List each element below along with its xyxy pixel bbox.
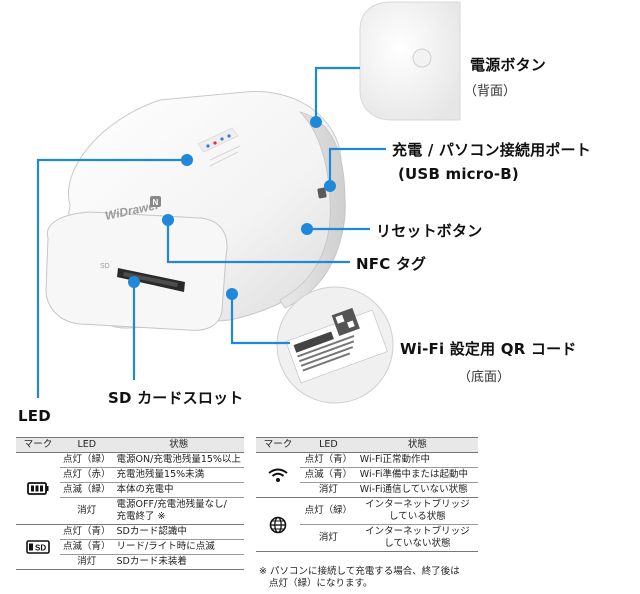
power-button-zoom — [359, 1, 461, 121]
table-row: 点滅（青） リード/ライト時に点滅 — [16, 539, 244, 555]
led-panel — [197, 127, 241, 167]
led-label: LED — [18, 407, 51, 425]
column-header: LED — [60, 437, 114, 453]
table-row: 点灯（緑） インターネットブリッジしている状態 — [256, 497, 478, 552]
globe-icon — [256, 497, 300, 552]
column-header: 状態 — [356, 437, 478, 453]
qr-code-note: （底面） — [458, 370, 511, 385]
sd-label: SD — [100, 263, 110, 270]
charge-port-label: 充電 / パソコン接続用ポート — [392, 141, 591, 159]
svg-text:SD: SD — [35, 544, 46, 553]
table-row: SD 点灯（青） SDカード認識中 — [16, 524, 244, 570]
sd-slot-label: SD カードスロット — [108, 389, 244, 407]
power-button-icon — [412, 48, 432, 68]
callout-dots — [128, 116, 336, 300]
table-row: 消灯 インターネットブリッジしていない状態 — [256, 524, 478, 552]
sd-card-icon: SD — [16, 524, 60, 570]
device-diagram: WiDrawer SD N — [18, 1, 591, 425]
led-status-table-right: マーク LED 状態 点灯（青） Wi-Fi正常動作中 点滅（青） Wi-Fi準… — [256, 437, 478, 552]
table-row: 点灯（赤） 充電池残量15%未満 — [16, 467, 244, 483]
svg-text:N: N — [153, 198, 159, 207]
reset-button-label: リセットボタン — [376, 222, 483, 240]
table-row: 消灯 Wi-Fi通信していない状態 — [256, 482, 478, 498]
power-button-note: （背面） — [464, 84, 517, 99]
nfc-icon — [150, 196, 161, 207]
power-button-label: 電源ボタン — [470, 56, 547, 74]
device-body: WiDrawer SD N — [45, 91, 346, 331]
nfc-tag-label: NFC タグ — [356, 255, 427, 273]
qr-code-zoom — [276, 286, 394, 404]
device-illustration: WiDrawer SD N — [36, 1, 461, 404]
battery-icon — [16, 452, 60, 525]
column-header: マーク — [16, 437, 60, 453]
led-status-table-left: マーク LED 状態 点灯（緑） 電源ON/充電池残量15%以上 点灯（赤） 充… — [16, 437, 244, 570]
column-header: 状態 — [113, 437, 244, 453]
leader-lines — [36, 66, 386, 398]
table-row: 点灯（緑） 電源ON/充電池残量15%以上 — [16, 452, 244, 525]
column-header: LED — [300, 437, 357, 453]
charge-port-note: (USB micro-B) — [398, 165, 519, 183]
table-row: 点滅（青） Wi-Fi準備中または起動中 — [256, 467, 478, 483]
qr-code-label: Wi-Fi 設定用 QR コード — [400, 340, 577, 358]
table-row: 点灯（青） Wi-Fi正常動作中 — [256, 452, 478, 498]
table-row: 消灯 SDカード未装着 — [16, 554, 244, 570]
footnote: ※ パソコンに接続して充電する場合、終了後は 点灯（緑）になります。 — [259, 566, 460, 589]
wifi-icon — [256, 452, 300, 498]
table-row: 点滅（緑） 本体の充電中 — [16, 482, 244, 498]
column-header: マーク — [256, 437, 300, 453]
table-row: 消灯 電源OFF/充電池残量なし/充電終了 ※ — [16, 497, 244, 525]
